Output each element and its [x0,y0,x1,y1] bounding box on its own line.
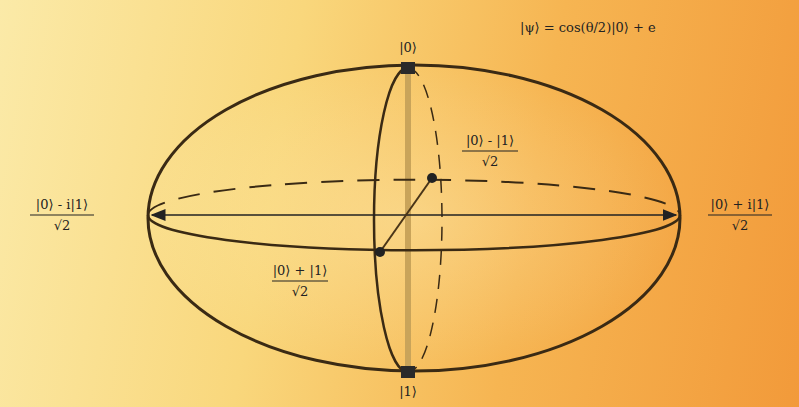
x-axis-right [412,214,676,216]
equator-front [148,215,680,250]
state-point [375,247,385,257]
y-axis [380,178,432,252]
pole-marker [401,366,415,378]
fraction-denominator: √2 [54,218,71,234]
state-point [427,173,437,183]
pole-marker [401,62,415,74]
fraction-denominator: √2 [732,218,749,234]
x-axis-left [152,214,412,216]
fraction-numerator: |0⟩ + i|1⟩ [711,197,770,213]
basis-ket: |0⟩ [399,40,417,56]
equator-back [148,180,680,215]
fraction-bar [30,214,94,215]
fraction-denominator: √2 [482,154,499,170]
fraction-bar [462,150,518,151]
fraction-denominator: √2 [292,284,309,300]
state-formula: |ψ⟩ = cos(θ/2)|0⟩ + e [520,20,656,36]
sphere-outline [148,65,680,371]
fraction-numerator: |0⟩ - |1⟩ [466,133,514,149]
meridian-back [408,68,442,372]
fraction-bar [272,280,328,281]
basis-ket: |1⟩ [399,384,417,400]
fraction-numerator: |0⟩ + |1⟩ [273,263,328,279]
fraction-bar [708,214,772,215]
z-axis [405,68,411,372]
fraction-numerator: |0⟩ - i|1⟩ [36,197,88,213]
